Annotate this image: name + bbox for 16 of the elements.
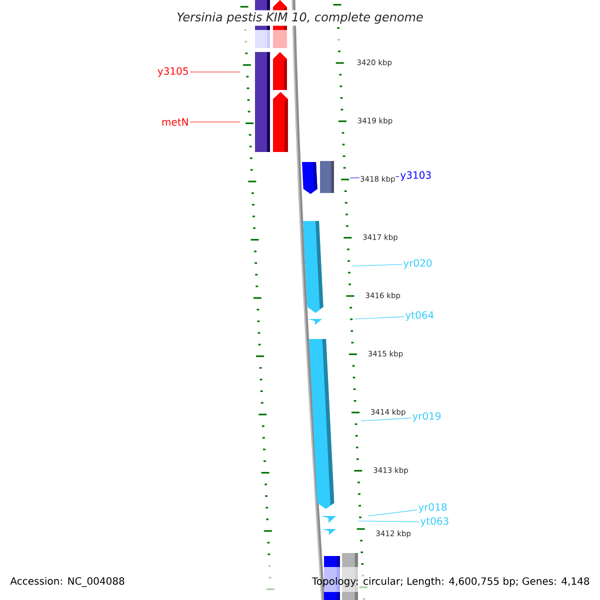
leader-line <box>358 520 420 522</box>
gene-label: y3103 <box>400 171 431 181</box>
gene-label: yt064 <box>406 311 434 321</box>
gene-label: yr019 <box>412 412 441 422</box>
gene-label: yr018 <box>418 503 447 513</box>
leader-line <box>360 418 412 422</box>
gene-label: y3105 <box>158 67 188 77</box>
gene-label: yt063 <box>420 517 448 527</box>
leader-line <box>354 316 404 320</box>
accession-text: Accession: NC_004088 <box>10 577 124 587</box>
leader-line <box>368 510 418 516</box>
gene-label: metN <box>162 118 188 126</box>
gene-label: yr020 <box>404 259 432 269</box>
leader-line <box>352 264 402 266</box>
title: Yersinia pestis KIM 10, complete genome <box>174 10 426 26</box>
topology-text: Topology: circular; Length: 4,600,755 bp; Genes: 4,148 <box>312 577 590 587</box>
